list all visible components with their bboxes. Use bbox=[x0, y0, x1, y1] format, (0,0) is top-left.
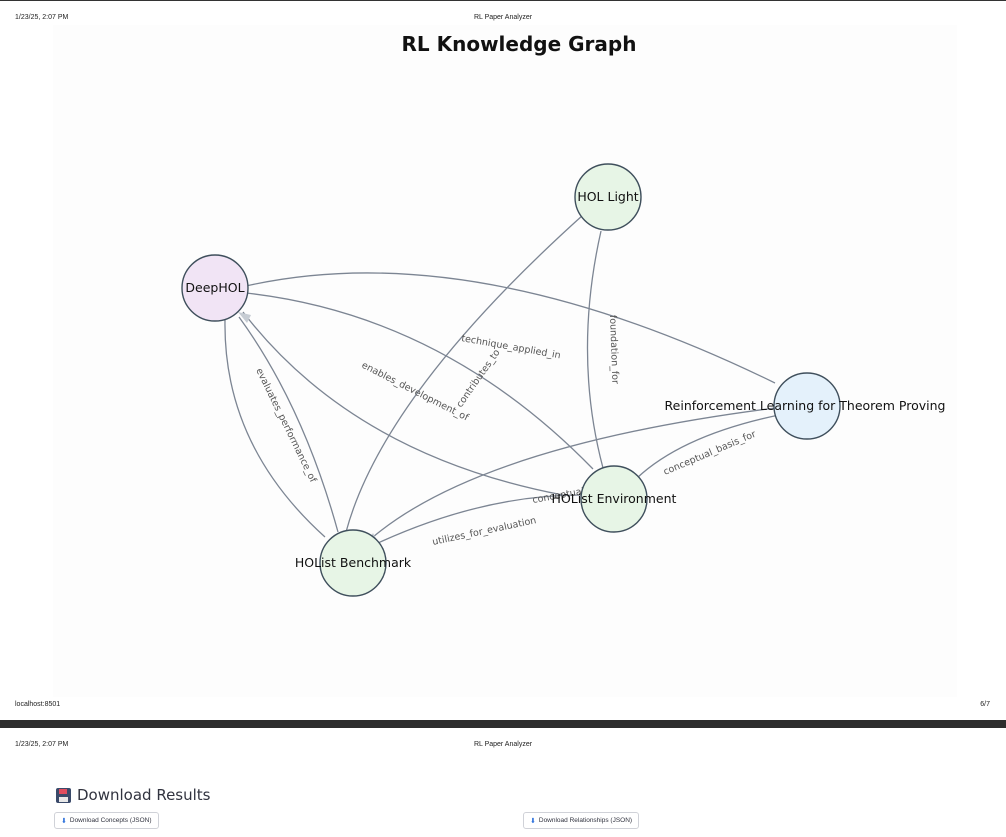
download-arrow-icon: ⬇ bbox=[61, 817, 67, 825]
download-results-title: Download Results bbox=[77, 786, 211, 804]
download-relationships-button[interactable]: ⬇ Download Relationships (JSON) bbox=[523, 812, 640, 829]
node-label-holist-environment: HOList Environment bbox=[552, 491, 677, 506]
edge-label-conceptual-basis-for: conceptual_basis_for bbox=[662, 429, 758, 478]
edge-deephol-holenv-2 bbox=[242, 311, 564, 496]
node-deephol: DeepHOL bbox=[181, 254, 249, 322]
node-rl-theorem-proving: Reinforcement Learning for Theorem Provi… bbox=[665, 372, 946, 440]
print-page-number: 6/7 bbox=[980, 701, 990, 708]
edge-label-foundation-for: foundation_for bbox=[607, 315, 620, 384]
edge-label-enables-development-of: enables_development_of bbox=[360, 360, 471, 424]
download-arrow-icon: ⬇ bbox=[530, 817, 536, 825]
edge-rltp-holenv bbox=[636, 414, 780, 479]
download-concepts-button[interactable]: ⬇ Download Concepts (JSON) bbox=[54, 812, 159, 829]
print-tab-title-2: RL Paper Analyzer bbox=[473, 741, 533, 748]
arrowhead-deephol bbox=[238, 312, 251, 323]
download-results-heading: Download Results bbox=[56, 786, 211, 804]
edge-label-evaluates-performance-of: evaluates_performance_of bbox=[253, 366, 318, 484]
print-date-2: 1/23/25, 2:07 PM bbox=[15, 741, 69, 748]
node-hol-light: HOL Light bbox=[574, 163, 642, 231]
edge-deephol-holenv bbox=[245, 292, 594, 470]
edge-deephol-holbench bbox=[224, 319, 326, 538]
node-circle-deephol bbox=[181, 254, 249, 322]
node-label-rl-theorem-proving: Reinforcement Learning for Theorem Provi… bbox=[665, 398, 946, 413]
edge-label-utilizes-for-evaluation: utilizes_for_evaluation bbox=[431, 515, 537, 548]
print-date: 1/23/25, 2:07 PM bbox=[15, 14, 69, 21]
edge-deephol-holbench-2 bbox=[238, 316, 339, 533]
edge-hollight-holenv bbox=[586, 230, 604, 469]
knowledge-graph-svg: RL Knowledge Graph bbox=[181, 32, 946, 597]
edge-rltp-holbench bbox=[372, 407, 776, 538]
download-relationships-label: Download Relationships (JSON) bbox=[538, 817, 633, 824]
graph-edge-labels: technique_applied_in foundation_for enab… bbox=[253, 315, 757, 548]
edge-deephol-rltp bbox=[245, 272, 776, 384]
node-label-deephol: DeepHOL bbox=[185, 280, 244, 295]
node-label-holist-benchmark: HOList Benchmark bbox=[295, 555, 412, 570]
edge-label-technique-applied-in: technique_applied_in bbox=[460, 333, 561, 361]
floppy-disk-icon bbox=[56, 787, 71, 803]
edge-holbench-holenv bbox=[377, 494, 582, 544]
edge-label-contributes-to: contributes_to bbox=[454, 347, 502, 409]
print-page-2: 1/23/25, 2:07 PM RL Paper Analyzer Downl… bbox=[0, 728, 1006, 837]
node-holist-benchmark: HOList Benchmark bbox=[295, 529, 412, 597]
page-separator bbox=[0, 720, 1006, 728]
node-circle-rl-theorem-proving bbox=[773, 372, 841, 440]
print-tab-title: RL Paper Analyzer bbox=[473, 14, 533, 21]
node-circle-holist-environment bbox=[580, 465, 648, 533]
node-circle-holist-benchmark bbox=[319, 529, 387, 597]
print-url: localhost:8501 bbox=[15, 701, 61, 708]
download-concepts-label: Download Concepts (JSON) bbox=[69, 817, 152, 824]
knowledge-graph-figure: RL Knowledge Graph bbox=[53, 25, 957, 697]
edge-hollight-holbench bbox=[345, 214, 584, 533]
node-label-hol-light: HOL Light bbox=[577, 189, 638, 204]
graph-arrowheads bbox=[238, 312, 631, 547]
node-circle-hol-light bbox=[574, 163, 642, 231]
node-holist-environment: HOList Environment bbox=[552, 465, 677, 533]
graph-edges bbox=[224, 214, 780, 544]
graph-title: RL Knowledge Graph bbox=[402, 32, 637, 56]
print-page-1: 1/23/25, 2:07 PM RL Paper Analyzer RL Kn… bbox=[0, 0, 1006, 708]
